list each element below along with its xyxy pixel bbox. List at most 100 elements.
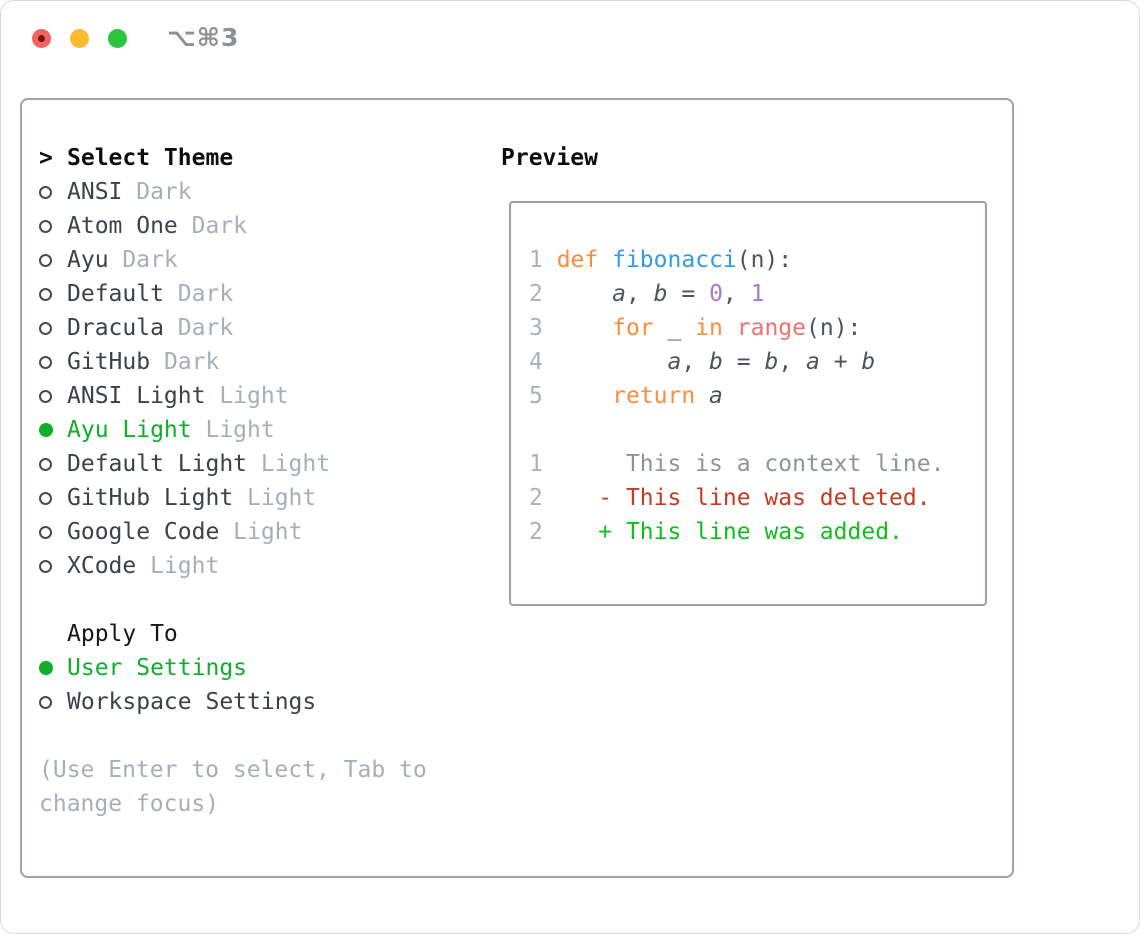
radio-selected-icon <box>39 423 53 437</box>
hint-text: change focus) <box>39 787 427 821</box>
apply-to-title: Apply To <box>67 621 178 647</box>
theme-variant: Light <box>219 519 303 545</box>
code-token: b <box>764 349 779 375</box>
radio-icon <box>39 355 52 369</box>
code-token: a <box>709 383 723 409</box>
unsaved-dot-icon <box>38 35 45 42</box>
theme-variant: Light <box>233 485 317 511</box>
code-token: 4 <box>529 349 557 375</box>
theme-option-atom-one[interactable]: Atom One Dark <box>39 209 427 243</box>
apply-option-user-settings[interactable]: User Settings <box>39 651 427 685</box>
theme-option-ayu[interactable]: Ayu Dark <box>39 243 427 277</box>
radio-icon <box>39 321 52 335</box>
code-token <box>557 315 612 341</box>
radio-icon <box>39 491 52 505</box>
code-token: (n): <box>736 247 793 273</box>
radio-icon <box>39 287 52 301</box>
radio-icon <box>39 389 52 403</box>
close-button-icon[interactable] <box>32 29 51 48</box>
code-token: 1 <box>529 247 557 273</box>
code-token: a <box>612 281 626 307</box>
diff-line: 1 This is a context line. <box>529 447 944 481</box>
code-token <box>557 383 612 409</box>
code-token: - This line was deleted. <box>598 485 931 511</box>
theme-option-ayu-light[interactable]: Ayu Light Light <box>39 413 427 447</box>
theme-option-ansi[interactable]: ANSI Dark <box>39 175 427 209</box>
code-token: + <box>819 349 862 375</box>
theme-option-ansi-light[interactable]: ANSI Light Light <box>39 379 427 413</box>
code-line: 3 for _ in range(n): <box>529 311 944 345</box>
code-token: b <box>653 281 668 307</box>
hint-line: change focus) <box>39 791 220 817</box>
code-token: for <box>612 315 654 341</box>
code-token: fibonacci <box>612 247 737 273</box>
code-token: b <box>861 349 876 375</box>
code-token: 2 <box>529 519 543 545</box>
hint-line: (Use Enter to select, Tab to <box>39 757 427 783</box>
radio-icon <box>39 185 52 199</box>
code-token: = <box>722 349 765 375</box>
code-token: 2 <box>529 485 543 511</box>
spacer <box>39 719 427 753</box>
radio-icon <box>39 525 52 539</box>
theme-option-default-light[interactable]: Default Light Light <box>39 447 427 481</box>
theme-name: Ayu <box>67 247 109 273</box>
theme-variant: Dark <box>163 281 234 307</box>
theme-option-default[interactable]: Default Dark <box>39 277 427 311</box>
zoom-button-icon[interactable] <box>108 29 127 48</box>
radio-icon <box>39 219 52 233</box>
theme-variant: Light <box>205 383 289 409</box>
code-token: 5 <box>529 383 557 409</box>
diff-line: 2 + This line was added. <box>529 515 944 549</box>
code-token <box>543 519 598 545</box>
theme-variant: Light <box>191 417 275 443</box>
code-token: a <box>806 349 820 375</box>
apply-option-label: Workspace Settings <box>67 689 317 715</box>
code-token: _ <box>653 315 696 341</box>
code-line: 4 a, b = b, a + b <box>529 345 944 379</box>
theme-option-dracula[interactable]: Dracula Dark <box>39 311 427 345</box>
code-token <box>723 315 737 341</box>
code-token: return <box>612 383 696 409</box>
theme-name: Google Code <box>67 519 220 545</box>
theme-option-google-code[interactable]: Google Code Light <box>39 515 427 549</box>
theme-name: Default <box>67 281 164 307</box>
code-token <box>557 349 668 375</box>
code-line: 5 return a <box>529 379 944 413</box>
code-token <box>557 281 612 307</box>
code-token: a <box>667 349 682 375</box>
code-token: 0 <box>709 281 723 307</box>
radio-icon <box>39 695 52 709</box>
apply-to-header: Apply To <box>39 617 427 651</box>
code-token <box>598 247 612 273</box>
code-token <box>695 383 709 409</box>
hint-text: (Use Enter to select, Tab to <box>39 753 427 787</box>
theme-option-github-light[interactable]: GitHub Light Light <box>39 481 427 515</box>
theme-name: GitHub Light <box>67 485 234 511</box>
code-token: 3 <box>529 315 557 341</box>
code-token: range <box>736 315 806 341</box>
theme-option-xcode[interactable]: XCode Light <box>39 549 427 583</box>
code-token: b <box>709 349 723 375</box>
minimize-button-icon[interactable] <box>70 29 89 48</box>
code-token: , <box>681 349 710 375</box>
theme-option-github[interactable]: GitHub Dark <box>39 345 427 379</box>
code-token: , <box>778 349 807 375</box>
select-theme-header: >Select Theme <box>39 141 427 175</box>
code-token: in <box>695 315 723 341</box>
theme-name: ANSI Light <box>67 383 206 409</box>
theme-variant: Light <box>247 451 331 477</box>
code-token: = <box>667 281 710 307</box>
code-line: 2 a, b = 0, 1 <box>529 277 944 311</box>
blank-line <box>529 413 944 447</box>
selection-cursor-icon: > <box>39 145 53 171</box>
code-line: 1 def fibonacci(n): <box>529 243 944 277</box>
radio-icon <box>39 457 52 471</box>
preview-heading: Preview <box>501 145 598 171</box>
code-token: (n): <box>806 315 862 341</box>
preview-box <box>509 201 987 606</box>
theme-variant: Light <box>136 553 220 579</box>
apply-option-workspace-settings[interactable]: Workspace Settings <box>39 685 427 719</box>
